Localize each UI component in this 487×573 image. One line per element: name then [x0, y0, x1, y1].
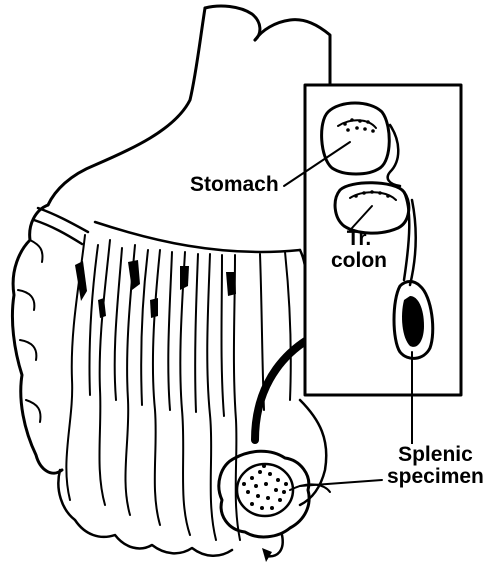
greater-curvature: [95, 222, 300, 252]
splenic-label-line2: specimen: [387, 466, 484, 488]
splenic-label-line1: Splenic: [387, 444, 484, 466]
rotation-arrowhead: [262, 548, 272, 562]
splenic-specimen-label: Splenic specimen: [385, 444, 486, 488]
specimen-leader: [300, 480, 382, 486]
colon-band: [34, 208, 88, 244]
transverse-colon-label: Tr. colon: [331, 228, 387, 272]
colon-label-line1: Tr.: [331, 228, 387, 250]
colon-label-line2: colon: [331, 250, 387, 272]
stomach-label: Stomach: [188, 174, 281, 196]
stomach-fundus: [205, 6, 260, 40]
omentum-fringe: [58, 470, 232, 556]
